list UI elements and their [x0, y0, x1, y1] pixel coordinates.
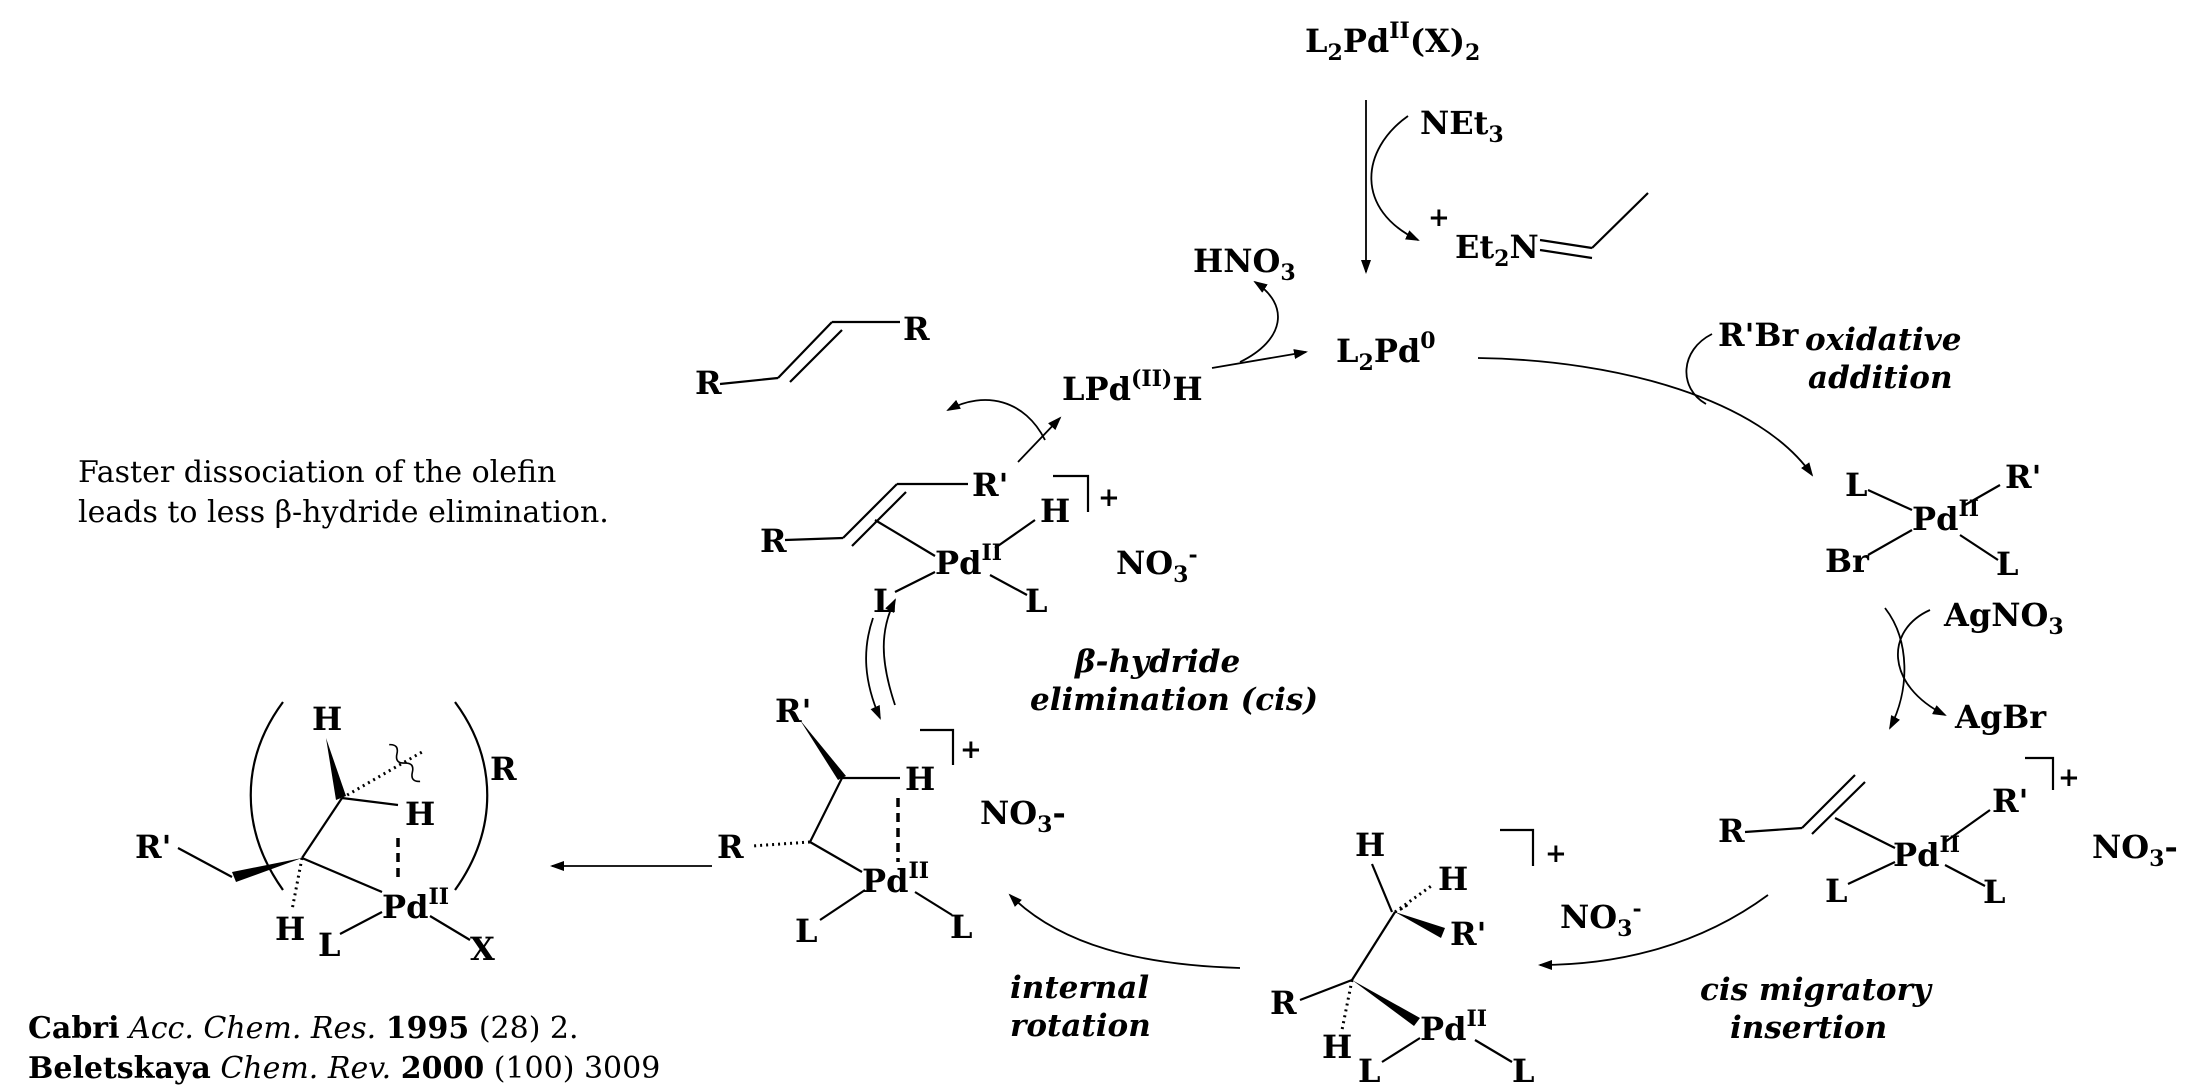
svg-text:L: L	[1825, 872, 1848, 910]
transition-state-structure: R H H R' H PdII L X	[135, 700, 517, 968]
svg-text:R: R	[1270, 984, 1297, 1022]
product-olefin: R R	[695, 310, 930, 402]
svg-text:PdII: PdII	[935, 540, 1002, 582]
svg-text:+: +	[960, 735, 982, 765]
svg-text:R': R'	[1450, 915, 1486, 953]
note-line-2: leads to less β-hydride elimination.	[78, 495, 609, 530]
svg-text:L: L	[1996, 545, 2019, 583]
svg-text:+: +	[1098, 483, 1120, 513]
internal-rotation-arrow	[1008, 893, 1241, 969]
svg-text:L: L	[1358, 1052, 1381, 1088]
top-pd-precursor: L2PdII(X)2	[1305, 18, 1480, 66]
aryl-halide-reagent: R'Br	[1718, 316, 1799, 354]
svg-text:R: R	[760, 522, 787, 560]
migratory-label-2: insertion	[1730, 1010, 1887, 1046]
svg-text:H: H	[312, 700, 342, 738]
svg-text:+: +	[1428, 203, 1450, 233]
syn-beta-hydrogen-complex: R' H R PdII L L + NO3-	[717, 692, 1066, 950]
equilibrium-arrow-down	[865, 617, 881, 720]
equilibrium-arrow-up	[882, 598, 896, 706]
right-bracket	[454, 701, 489, 891]
svg-text:L: L	[1512, 1052, 1535, 1088]
svg-text:H: H	[1438, 860, 1468, 898]
beta-hydride-label-1: β-hydride	[1074, 644, 1240, 680]
svg-text:X: X	[470, 930, 495, 968]
svg-text:R: R	[490, 750, 517, 788]
svg-text:R: R	[1718, 812, 1745, 850]
svg-text:H: H	[1322, 1028, 1352, 1066]
oxidative-addition-complex: L PdII R' Br L	[1825, 458, 2041, 583]
svg-text:NO3-: NO3-	[2092, 828, 2178, 872]
olefin-release-arrow	[946, 399, 1046, 441]
reductive-elimination-arrow	[1211, 349, 1308, 369]
svg-text:L: L	[1983, 873, 2006, 911]
svg-text:R': R'	[135, 828, 171, 866]
svg-text:PdII: PdII	[382, 884, 449, 926]
svg-text:PdII: PdII	[1893, 832, 1960, 874]
svg-text:R: R	[903, 310, 930, 348]
svg-text:+: +	[1545, 839, 1567, 869]
svg-text:PdII: PdII	[862, 858, 929, 900]
svg-text:R': R'	[1992, 782, 2028, 820]
svg-text:H: H	[1040, 492, 1070, 530]
oxidative-label-1: oxidative	[1805, 322, 1962, 358]
amine-curved-arrow	[1370, 115, 1420, 241]
agbr-release-arrow	[1897, 609, 1947, 716]
triethylamine-label: NEt3	[1420, 104, 1504, 148]
hydride-olefin-complex: R R' PdII H L L + NO3-	[760, 466, 1198, 620]
hno3-byproduct: HNO3	[1193, 242, 1296, 286]
svg-text:H: H	[905, 760, 935, 798]
rotation-label-1: internal	[1010, 970, 1149, 1006]
svg-text:L2PdII(X)2: L2PdII(X)2	[1305, 18, 1480, 66]
svg-text:L: L	[873, 582, 896, 620]
oxidative-addition-arrow	[1477, 357, 1814, 477]
left-bracket	[249, 701, 284, 891]
svg-text:NO3-: NO3-	[1116, 542, 1198, 588]
svg-text:Et2N: Et2N	[1455, 228, 1539, 272]
cationic-olefin-complex: R PdII R' L L + NO3-	[1718, 756, 2178, 911]
rbr-curved-arrow	[1685, 333, 1713, 405]
beta-hydride-label-2: elimination (cis)	[1030, 682, 1318, 718]
oxidative-label-2: addition	[1808, 360, 1953, 396]
palladium-hydride: LPd(II)H	[1062, 366, 1203, 408]
svg-text:R': R'	[972, 466, 1008, 504]
agbr-byproduct: AgBr	[1954, 698, 2047, 736]
alkyl-palladium-complex: H H R' R H PdII L L + NO3-	[1270, 826, 1642, 1088]
svg-text:R': R'	[2005, 458, 2041, 496]
pd0-catalyst: L2Pd0	[1336, 328, 1436, 376]
svg-text:L: L	[1845, 466, 1868, 504]
svg-text:L: L	[1025, 582, 1048, 620]
hno3-release-arrow	[1239, 280, 1279, 363]
dissociation-arrow	[1017, 416, 1062, 463]
svg-text:NO3-: NO3-	[980, 794, 1066, 838]
migratory-label-1: cis migratory	[1700, 972, 1933, 1008]
agno3-reagent: AgNO3	[1943, 596, 2064, 640]
svg-text:H: H	[405, 795, 435, 833]
svg-text:R: R	[717, 828, 744, 866]
rotation-label-2: rotation	[1010, 1008, 1151, 1044]
svg-text:PdII: PdII	[1912, 496, 1979, 538]
reference-beletskaya: Beletskaya Chem. Rev. 2000 (100) 3009	[28, 1051, 660, 1086]
svg-text:H: H	[275, 910, 305, 948]
iminium-byproduct: + Et2N	[1428, 192, 1649, 272]
svg-text:R: R	[695, 364, 722, 402]
migratory-insertion-arrow	[1538, 894, 1769, 970]
svg-text:H: H	[1355, 826, 1385, 864]
svg-text:+: +	[2058, 763, 2080, 793]
svg-text:L: L	[950, 908, 973, 946]
reference-cabri: Cabri Acc. Chem. Res. 1995 (28) 2.	[28, 1011, 579, 1046]
svg-text:R': R'	[775, 692, 811, 730]
svg-text:L: L	[795, 912, 818, 950]
silver-exchange-arrow	[1884, 607, 1906, 730]
svg-text:PdII: PdII	[1420, 1006, 1487, 1048]
svg-text:NO3-: NO3-	[1560, 896, 1642, 942]
note-line-1: Faster dissociation of the olefin	[78, 455, 556, 490]
svg-text:Br: Br	[1825, 542, 1870, 580]
svg-text:L: L	[318, 926, 341, 964]
